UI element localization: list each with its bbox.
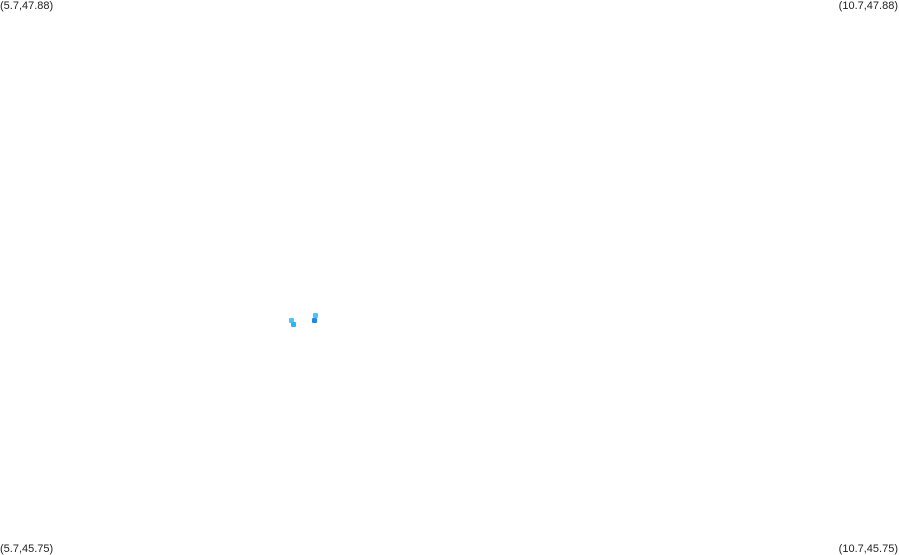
corner-label-bottom-left: (5.7,45.75)	[0, 543, 54, 555]
map-marker[interactable]	[312, 318, 317, 323]
corner-label-top-right: (10.7,47.88)	[838, 0, 898, 12]
map-marker[interactable]	[313, 313, 318, 318]
corner-label-top-left: (5.7,47.88)	[0, 0, 54, 12]
corner-label-bottom-right: (10.7,45.75)	[838, 543, 898, 555]
map-marker[interactable]	[291, 322, 296, 327]
map-marker[interactable]	[289, 318, 294, 323]
